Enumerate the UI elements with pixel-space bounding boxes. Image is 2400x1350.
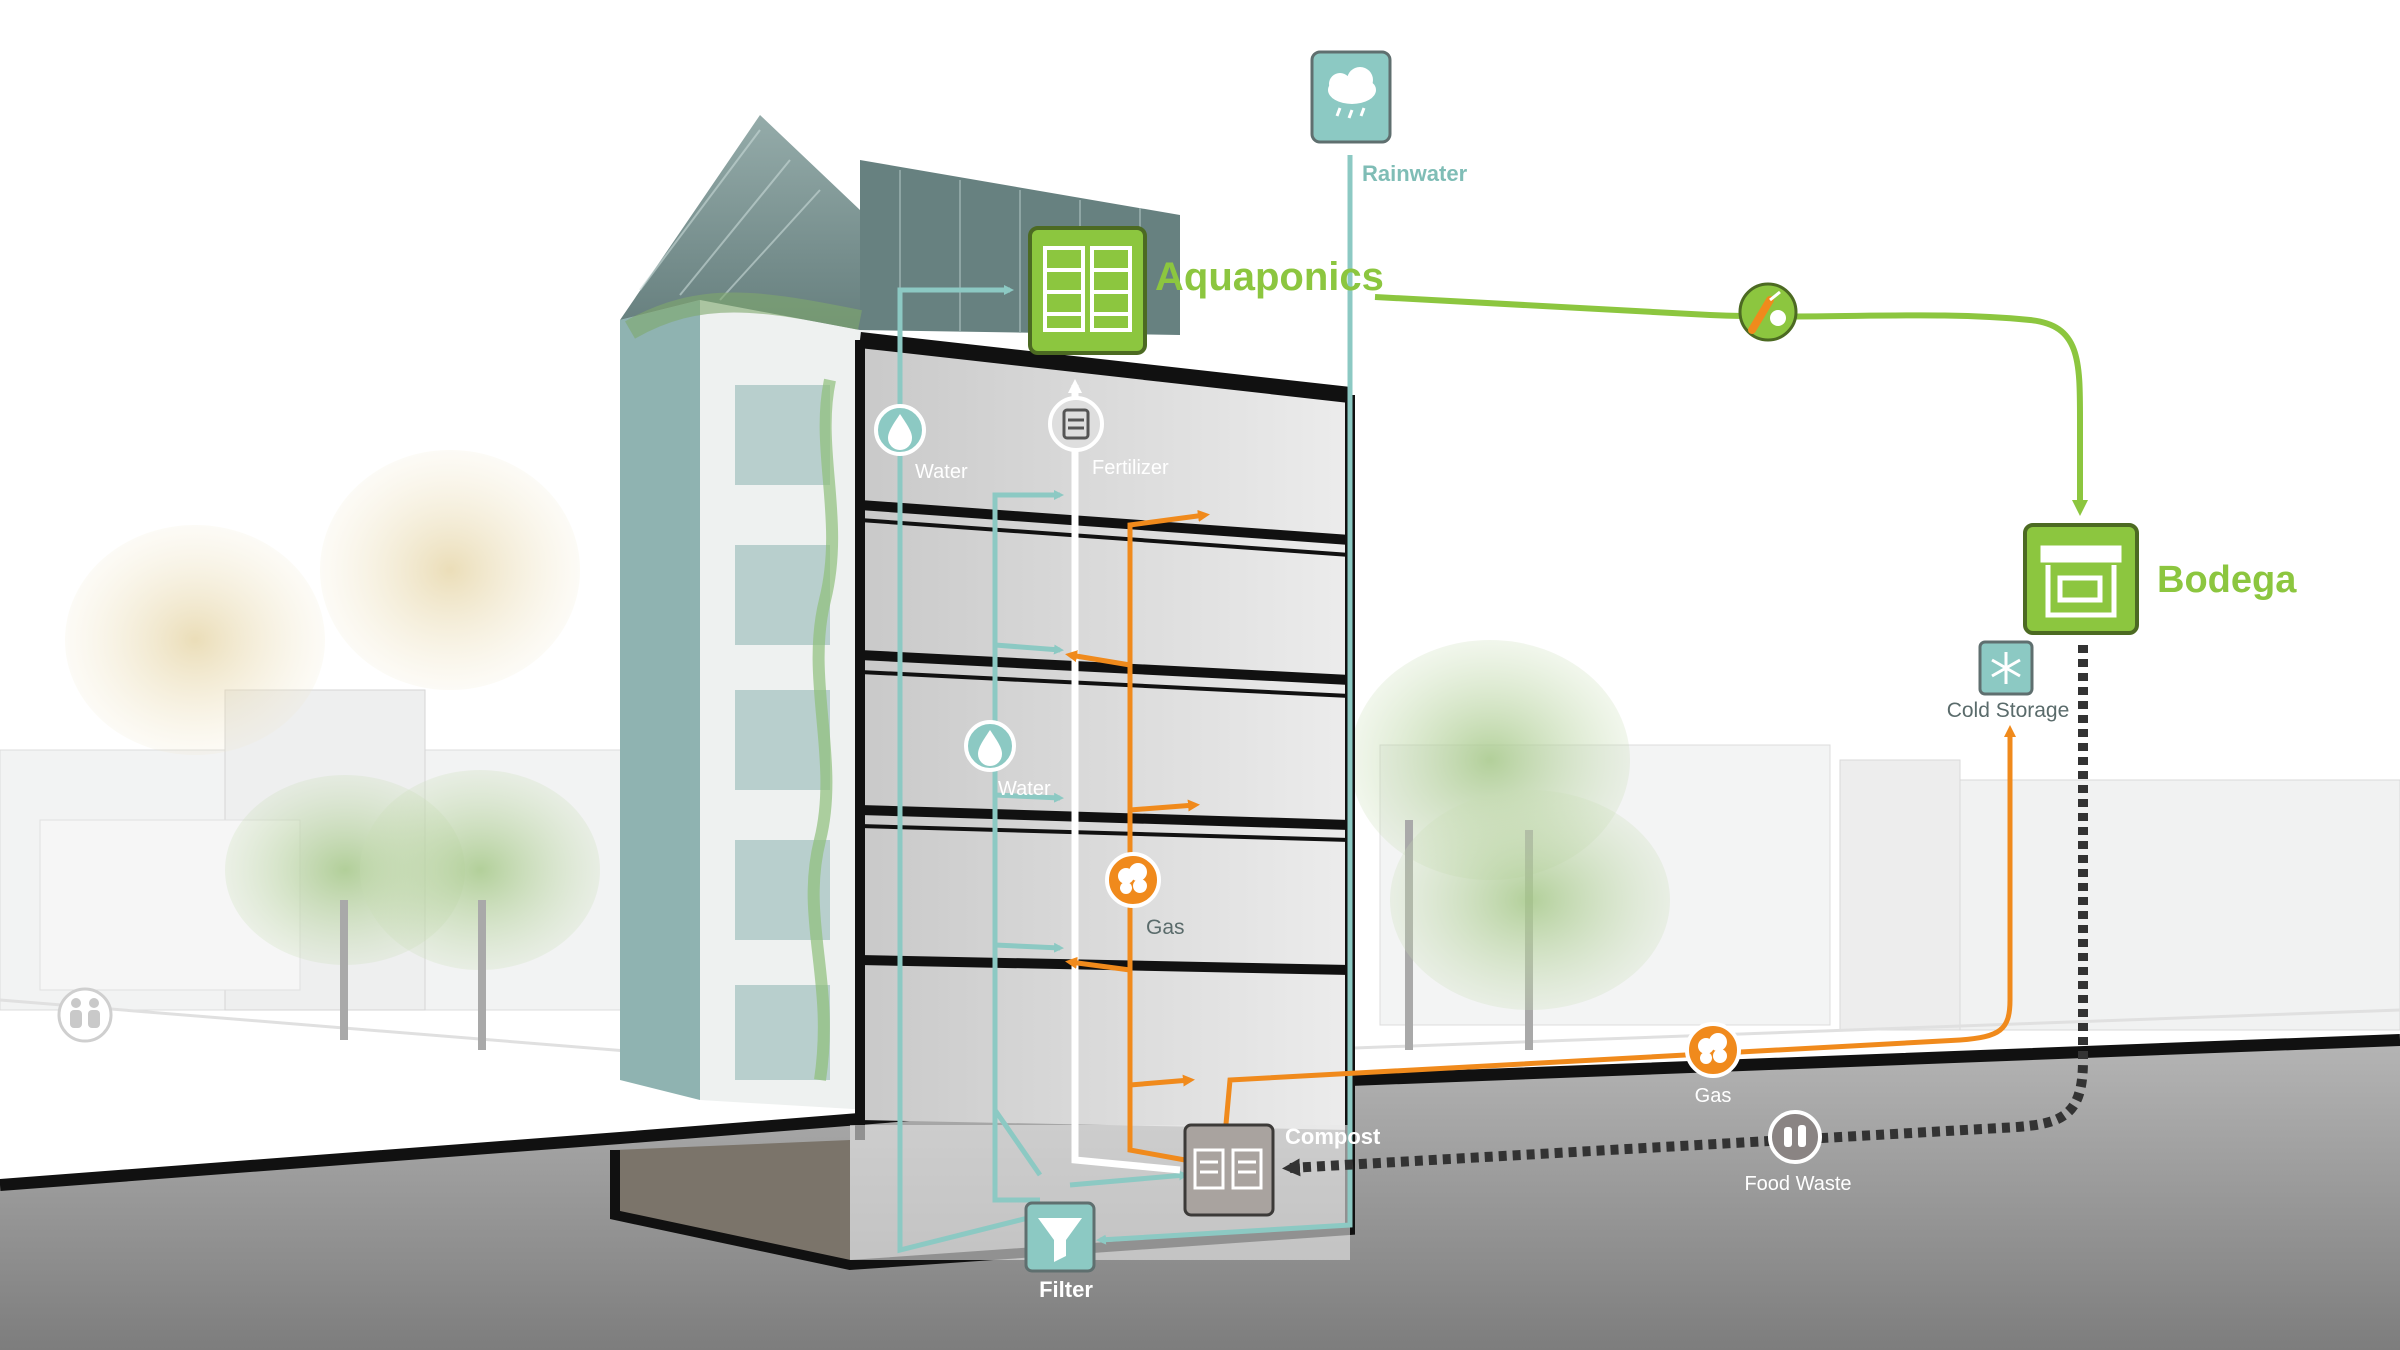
fertilizer-bag-icon (1062, 408, 1090, 440)
water-drop-icon (888, 414, 912, 450)
bodega-label: Bodega (2157, 559, 2297, 601)
compost-node: Compost (1183, 1123, 1381, 1217)
gas-node-inside: Gas (1105, 852, 1185, 939)
water-node-lower: Water (964, 720, 1051, 800)
fertilizer-label: Fertilizer (1092, 457, 1169, 479)
cold-storage-label: Cold Storage (1947, 699, 2070, 722)
aquaponics-label: Aquaponics (1155, 255, 1384, 299)
compost-bins-icon (1193, 1148, 1263, 1190)
cold-storage-node: Cold Storage (1947, 640, 2070, 722)
food-waste-icon (1784, 1125, 1806, 1147)
water-drop-icon (978, 730, 1002, 766)
filter-node: Filter (1024, 1201, 1096, 1302)
water-upper-label: Water (915, 461, 968, 483)
people-icon (57, 987, 113, 1043)
funnel-icon (1038, 1218, 1082, 1262)
fertilizer-node: Fertilizer (1048, 396, 1169, 479)
building-section (610, 115, 1355, 1271)
rainwater-pipe (1096, 155, 1353, 1245)
filter-label: Filter (1039, 1277, 1093, 1302)
water-flow-lines (897, 285, 1189, 1254)
produce-flow-line (1374, 294, 2088, 516)
compost-label: Compost (1285, 1124, 1381, 1149)
gas-node-outside: Gas (1685, 1022, 1741, 1107)
storefront-icon (2040, 545, 2122, 618)
gas-inside-label: Gas (1146, 916, 1185, 939)
food-waste-flow-line (1282, 645, 2088, 1177)
rain-cloud-icon (1328, 67, 1376, 119)
produce-icon (1748, 290, 1786, 334)
gas-cloud-icon (1698, 1033, 1727, 1064)
aquaponics-node: Aquaponics (1028, 226, 1384, 355)
food-waste-label: Food Waste (1744, 1173, 1851, 1195)
aquaponics-racks-icon (1043, 246, 1132, 332)
background-trees (65, 450, 1670, 1050)
snowflake-icon (1991, 652, 2021, 684)
rainwater-label: Rainwater (1362, 161, 1468, 186)
bodega-node: Bodega (2023, 523, 2297, 635)
produce-marker (1738, 282, 1798, 342)
gas-flow-lines (1065, 509, 2016, 1163)
gas-cloud-icon (1118, 863, 1147, 894)
water-node-upper: Water (874, 404, 968, 483)
gas-outside-label: Gas (1695, 1085, 1732, 1107)
water-lower-label: Water (998, 778, 1051, 800)
fertilizer-flow-line (1068, 379, 1181, 1174)
food-waste-node: Food Waste (1744, 1110, 1852, 1195)
rainwater-node: Rainwater (1310, 50, 1468, 186)
